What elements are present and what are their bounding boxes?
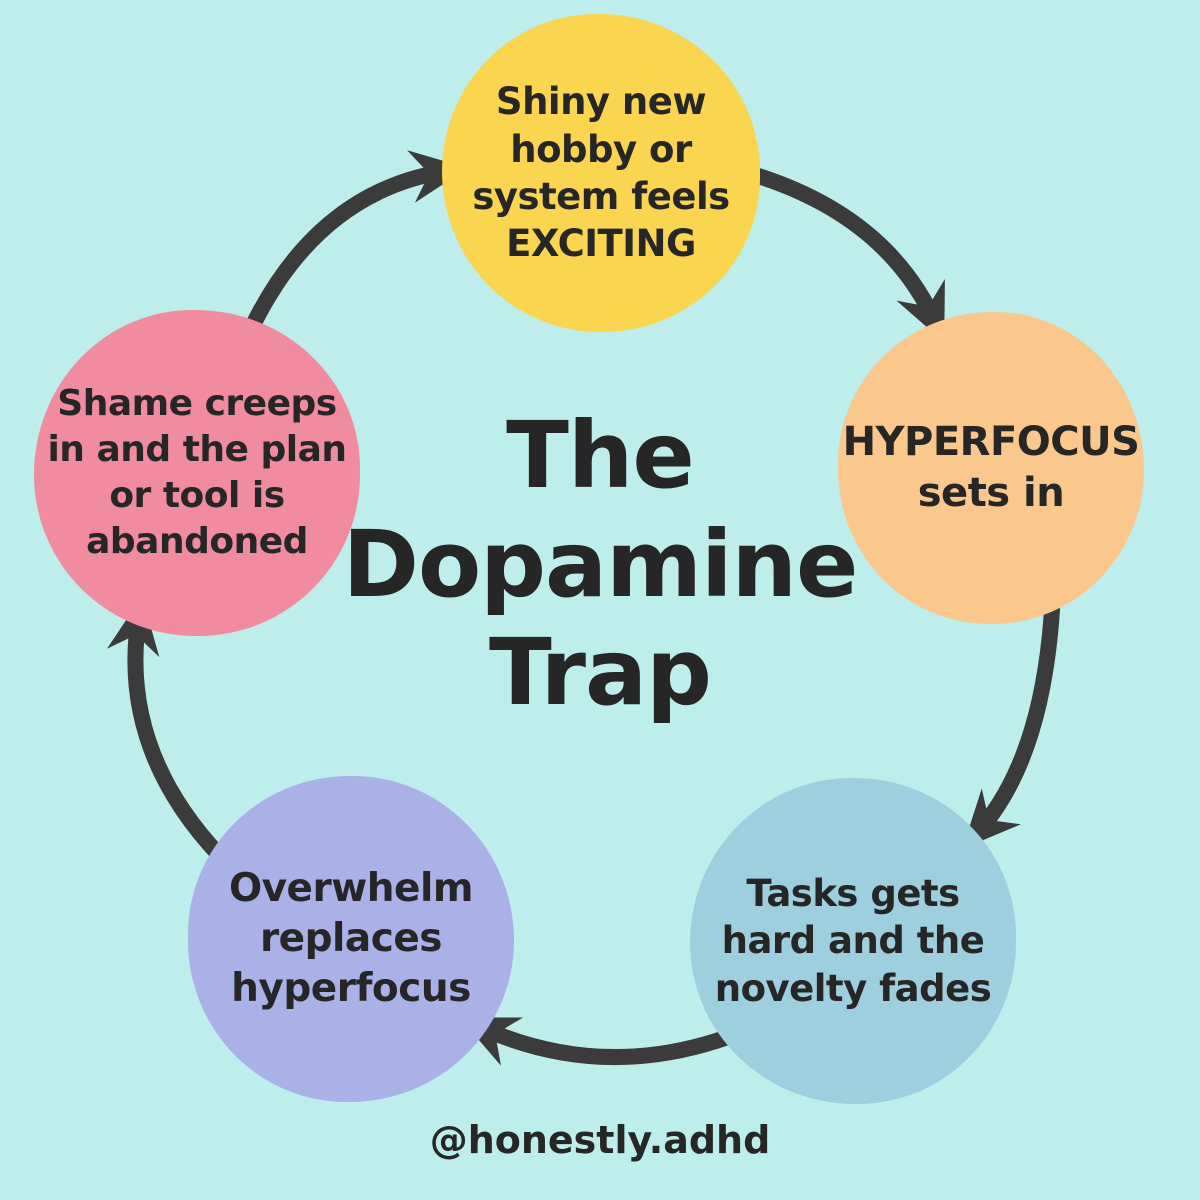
arrow-exciting-to-hyperfocus <box>730 162 945 343</box>
arrow-overwhelm-to-shame <box>106 596 228 864</box>
arrow-shame-to-exciting <box>245 150 468 333</box>
cycle-node-shame: Shame creeps in and the plan or tool is … <box>34 310 360 636</box>
cycle-node-hyperfocus: HYPERFOCUS sets in <box>838 312 1144 624</box>
arrow-novelty-to-overwhelm <box>459 1017 736 1066</box>
node-label-novelty: Tasks gets hard and the novelty fades <box>714 871 992 1010</box>
node-label-shame: Shame creeps in and the plan or tool is … <box>47 382 347 563</box>
credit-handle: @honestly.adhd <box>429 1118 771 1162</box>
node-label-hyperfocus: HYPERFOCUS sets in <box>842 418 1140 516</box>
node-label-exciting: Shiny new hobby or system feels EXCITING <box>472 80 730 266</box>
cycle-node-exciting: Shiny new hobby or system feels EXCITING <box>442 14 760 332</box>
node-label-overwhelm: Overwhelm replaces hyperfocus <box>228 866 474 1011</box>
cycle-node-overwhelm: Overwhelm replaces hyperfocus <box>188 776 514 1102</box>
cycle-node-novelty: Tasks gets hard and the novelty fades <box>690 778 1016 1104</box>
arrow-hyperfocus-to-novelty <box>962 602 1060 849</box>
